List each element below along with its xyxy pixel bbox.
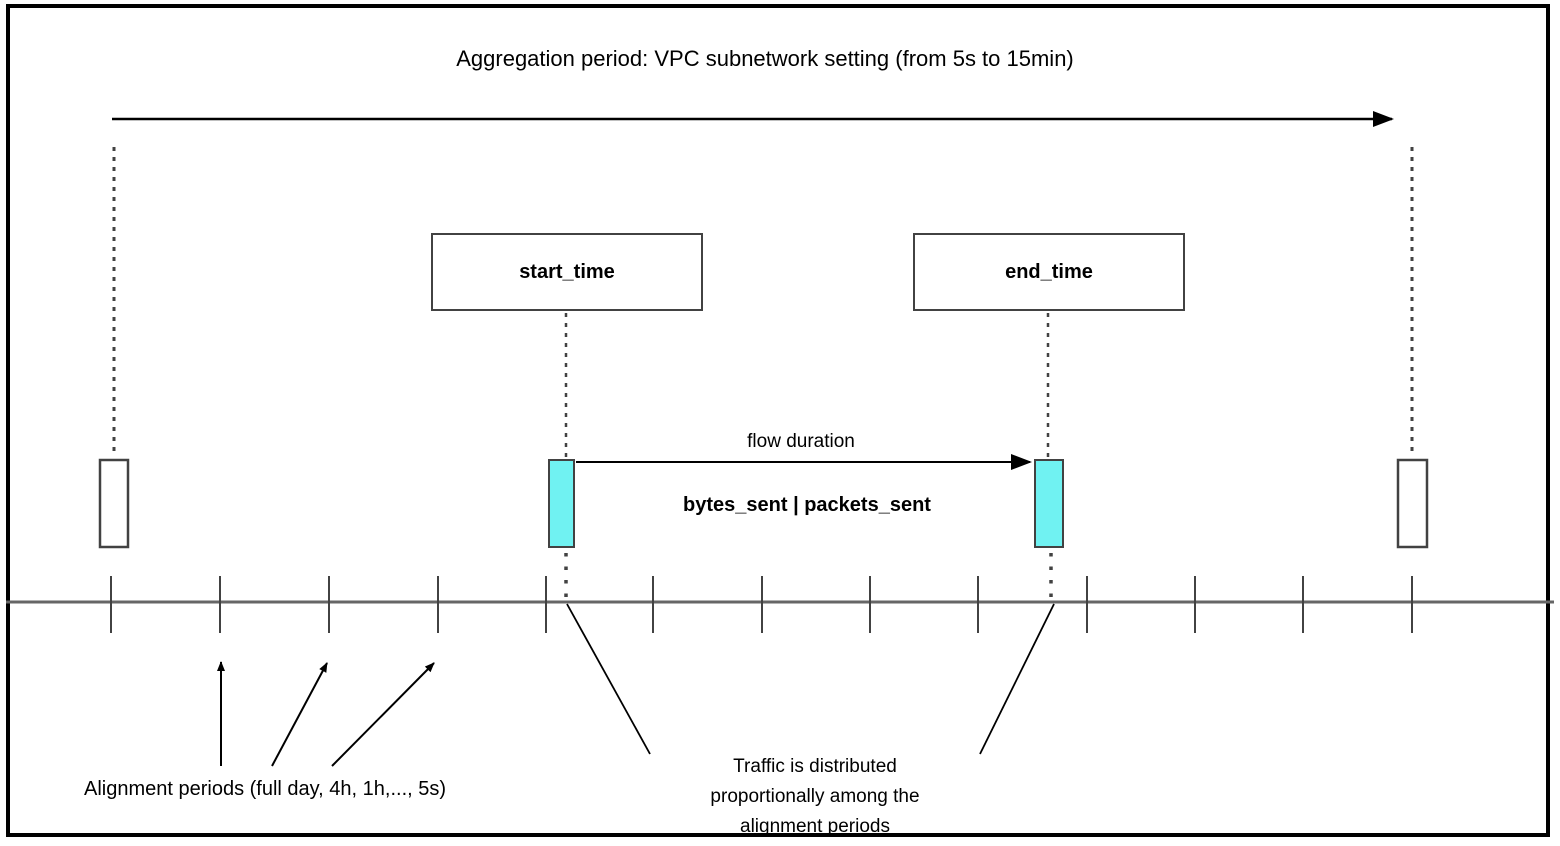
alignment-periods-label: Alignment periods (full day, 4h, 1h,...,… — [83, 778, 447, 800]
left-period-marker — [98, 458, 130, 549]
flow-end-marker — [1034, 459, 1064, 548]
timeline-ticks — [110, 576, 1413, 633]
flow-start-marker — [548, 459, 575, 548]
traffic-note-line2: proportionally among the — [710, 786, 920, 807]
traffic-note-line1: Traffic is distributed — [733, 756, 897, 777]
end-time-label: end_time — [1005, 260, 1093, 283]
traffic-callout-left-line — [566, 603, 651, 755]
right-period-marker — [1396, 458, 1429, 549]
traffic-callout-right-line — [979, 603, 1055, 755]
flow-duration-label: flow duration — [747, 431, 855, 452]
start-time-box: start_time — [431, 233, 703, 311]
traffic-note-line3: alignment periods — [740, 816, 890, 837]
start-time-label: start_time — [519, 260, 615, 283]
diagram-title: Aggregation period: VPC subnetwork setti… — [456, 46, 1074, 71]
traffic-distribution-note: Traffic is distributed proportionally am… — [665, 752, 965, 842]
end-time-box: end_time — [913, 233, 1185, 311]
metrics-label: bytes_sent | packets_sent — [683, 494, 931, 516]
diagram-border — [6, 4, 1550, 837]
alignment-pointer-arrows — [217, 661, 435, 767]
